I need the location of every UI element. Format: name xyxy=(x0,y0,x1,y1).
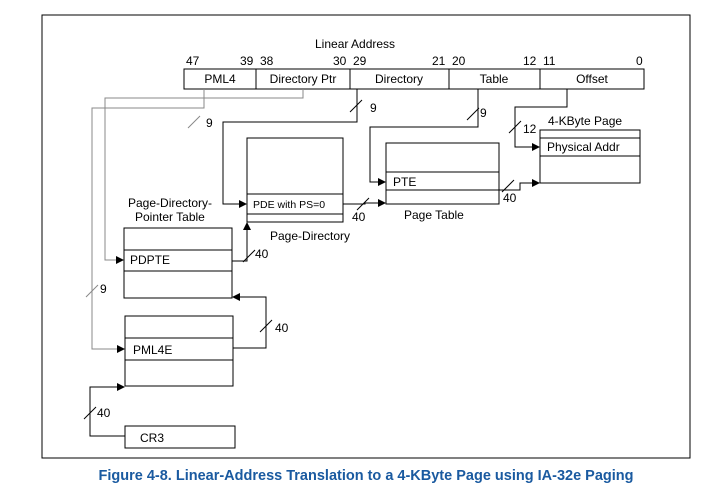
pte-to-page-width: 40 xyxy=(503,191,517,205)
pde-to-pt-arrow xyxy=(343,199,386,207)
pml4e-label: PML4E xyxy=(133,343,172,357)
pdpte-to-pd-arrow xyxy=(232,222,251,262)
cr3-register xyxy=(124,425,236,449)
bit-21: 21 xyxy=(432,54,446,68)
page-table-title: Page Table xyxy=(404,208,464,222)
pte-label: PTE xyxy=(393,175,416,189)
page-frame: Physical Addr xyxy=(539,129,641,184)
physical-addr-label: Physical Addr xyxy=(547,140,620,154)
pdpt-title-line2: Pointer Table xyxy=(135,210,205,224)
dirptr-index-arrow xyxy=(104,89,304,264)
field-directory-ptr: Directory Ptr xyxy=(270,72,337,86)
table-index-arrow xyxy=(369,89,479,186)
pde-to-pt-width: 40 xyxy=(352,210,366,224)
pdpt-table: PDPTE xyxy=(123,227,233,299)
field-pml4: PML4 xyxy=(204,72,236,86)
bit-12: 12 xyxy=(523,54,537,68)
offset-arrow xyxy=(514,89,568,151)
pte-to-page-arrow xyxy=(499,179,540,191)
pdpte-label: PDPTE xyxy=(130,253,170,267)
dirptr-index-width: 9 xyxy=(206,116,213,130)
bit-39: 39 xyxy=(240,54,254,68)
bit-20: 20 xyxy=(452,54,466,68)
table-index-width: 9 xyxy=(480,106,487,120)
bit-29: 29 xyxy=(353,54,367,68)
page-directory-table: PDE with PS=0 xyxy=(246,137,344,223)
bit-30: 30 xyxy=(333,54,347,68)
dir-index-arrow xyxy=(222,89,358,208)
pml4e-to-pdpt-arrow xyxy=(232,293,267,349)
field-directory: Directory xyxy=(375,72,423,86)
linear-address-heading: Linear Address xyxy=(315,37,395,51)
field-offset: Offset xyxy=(576,72,608,86)
page-directory-title: Page-Directory xyxy=(270,229,350,243)
offset-width: 12 xyxy=(523,122,537,136)
figure-caption: Figure 4-8. Linear-Address Translation t… xyxy=(98,468,633,484)
bit-38: 38 xyxy=(260,54,274,68)
bit-numbers: 47 39 38 30 29 21 20 12 11 0 xyxy=(186,54,643,68)
linear-address-bar: PML4 Directory Ptr Directory Table Offse… xyxy=(183,68,645,90)
cr3-to-pml4-arrow xyxy=(89,383,125,437)
cr3-label: CR3 xyxy=(140,431,164,445)
pml4-index-width: 9 xyxy=(100,282,107,296)
pml4-index-arrow xyxy=(91,89,205,353)
pml4e-to-pdpt-width: 40 xyxy=(275,321,289,335)
pdpt-title-line1: Page-Directory- xyxy=(128,196,212,210)
page-title: 4-KByte Page xyxy=(548,114,622,128)
bit-47: 47 xyxy=(186,54,200,68)
bit-11: 11 xyxy=(543,54,556,68)
figure-frame xyxy=(41,14,691,459)
pml4-table: PML4E xyxy=(124,315,234,387)
dir-index-width: 9 xyxy=(370,101,377,115)
cr3-to-pml4-width: 40 xyxy=(97,406,111,420)
field-table: Table xyxy=(480,72,509,86)
page-table: PTE xyxy=(385,142,500,205)
pdpte-to-pd-width: 40 xyxy=(255,247,269,261)
bit-0: 0 xyxy=(636,54,643,68)
pde-label: PDE with PS=0 xyxy=(253,199,325,211)
